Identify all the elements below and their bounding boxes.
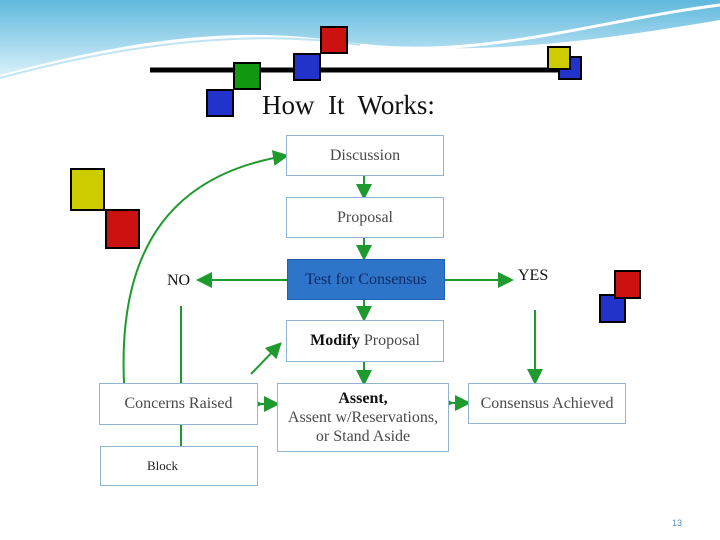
square-yellow bbox=[70, 168, 105, 211]
assent-box: Assent, Assent w/Reservations, or Stand … bbox=[277, 383, 449, 452]
square-green bbox=[233, 62, 261, 90]
square-blue bbox=[206, 89, 234, 117]
assent-line-1: Assent, bbox=[338, 389, 388, 407]
square-red bbox=[320, 26, 348, 54]
discussion-box: Discussion bbox=[286, 135, 444, 176]
assent-line-3: or Stand Aside bbox=[315, 428, 411, 446]
page-title: How It Works: bbox=[262, 90, 435, 120]
consensus-achieved-box: Consensus Achieved bbox=[468, 383, 626, 424]
concerns-raised-box: Concerns Raised bbox=[99, 383, 258, 425]
test-for-consensus-box: Test for Consensus bbox=[287, 259, 445, 300]
block-box: Block bbox=[100, 446, 258, 486]
square-blue bbox=[599, 294, 626, 323]
header-swoosh bbox=[0, 0, 720, 75]
modify-bold-text: Modify bbox=[310, 332, 360, 350]
page-number: 13 bbox=[672, 518, 683, 528]
arrow-loop-discussion bbox=[122, 150, 289, 384]
square-blue bbox=[293, 53, 321, 81]
arrow-to-modify bbox=[250, 342, 282, 375]
proposal-box: Proposal bbox=[286, 197, 444, 238]
yes-label: YES bbox=[518, 267, 549, 284]
square-yellow bbox=[547, 46, 571, 70]
modify-rest-text: Proposal bbox=[359, 332, 420, 350]
assent-line-2: Assent w/Reservations, bbox=[287, 408, 439, 426]
square-red bbox=[105, 209, 140, 249]
modify-proposal-box: Modify Proposal bbox=[286, 320, 444, 362]
square-red bbox=[614, 270, 641, 299]
no-label: NO bbox=[167, 272, 191, 289]
